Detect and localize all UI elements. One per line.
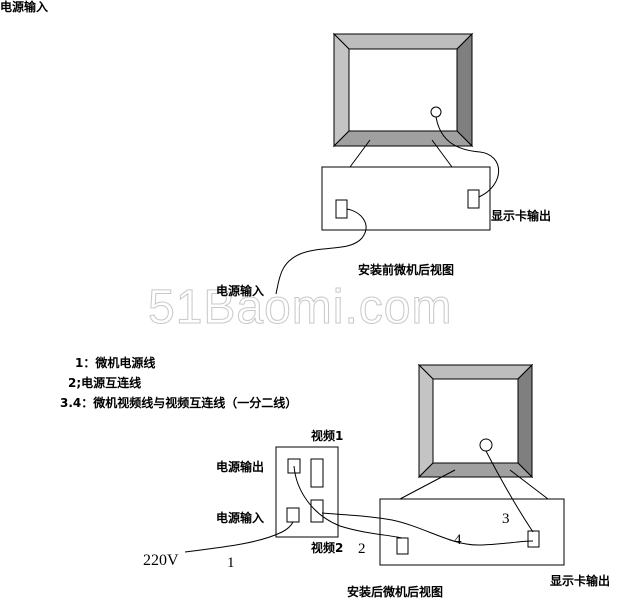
top-cables [275, 116, 500, 295]
power-out-label: 电源输出 [216, 460, 265, 474]
legend-item-3: 3.4：微机视频线与视频互连线（一分二线） [60, 396, 298, 410]
video2-label: 视频2 [311, 541, 344, 555]
top-monitor-stand [349, 139, 453, 168]
top-video-port [467, 189, 480, 209]
top-monitor [332, 32, 474, 148]
top-power-port [335, 199, 348, 219]
watermark-logo: 51Baomi.com [147, 281, 453, 334]
bottom-power-port [396, 537, 409, 555]
bottom-caption: 安装后微机后视图 [347, 585, 444, 599]
splitter-box [275, 446, 339, 538]
splitter-power-in-port [286, 507, 300, 523]
page-title: 电源输入 [0, 0, 49, 14]
bottom-display-out-label: 显示卡输出 [550, 574, 611, 588]
cable-number-3: 3 [502, 511, 510, 527]
bottom-pc-case [379, 498, 565, 566]
cable-number-4: 4 [454, 532, 462, 548]
bottom-monitor-stand [399, 469, 549, 500]
legend-item-1: 1：微机电源线 [75, 356, 156, 370]
splitter-video2-port [310, 499, 324, 523]
top-display-out-label: 显示卡输出 [491, 209, 552, 223]
bottom-video-port [527, 530, 540, 548]
top-pc-case [321, 166, 491, 231]
top-caption: 安装前微机后视图 [358, 263, 455, 277]
top-power-input-label: 电源输入 [216, 284, 265, 298]
cable-number-2: 2 [358, 541, 366, 557]
voltage-label: 220V [143, 552, 179, 569]
bottom-cables [184, 450, 534, 553]
legend-item-2: 2;电源互连线 [68, 376, 142, 390]
bottom-monitor [417, 363, 534, 479]
splitter-video1-port [310, 458, 324, 488]
power-in-label: 电源输入 [216, 511, 265, 525]
video1-label: 视频1 [311, 429, 344, 443]
cable-number-1: 1 [227, 555, 235, 571]
